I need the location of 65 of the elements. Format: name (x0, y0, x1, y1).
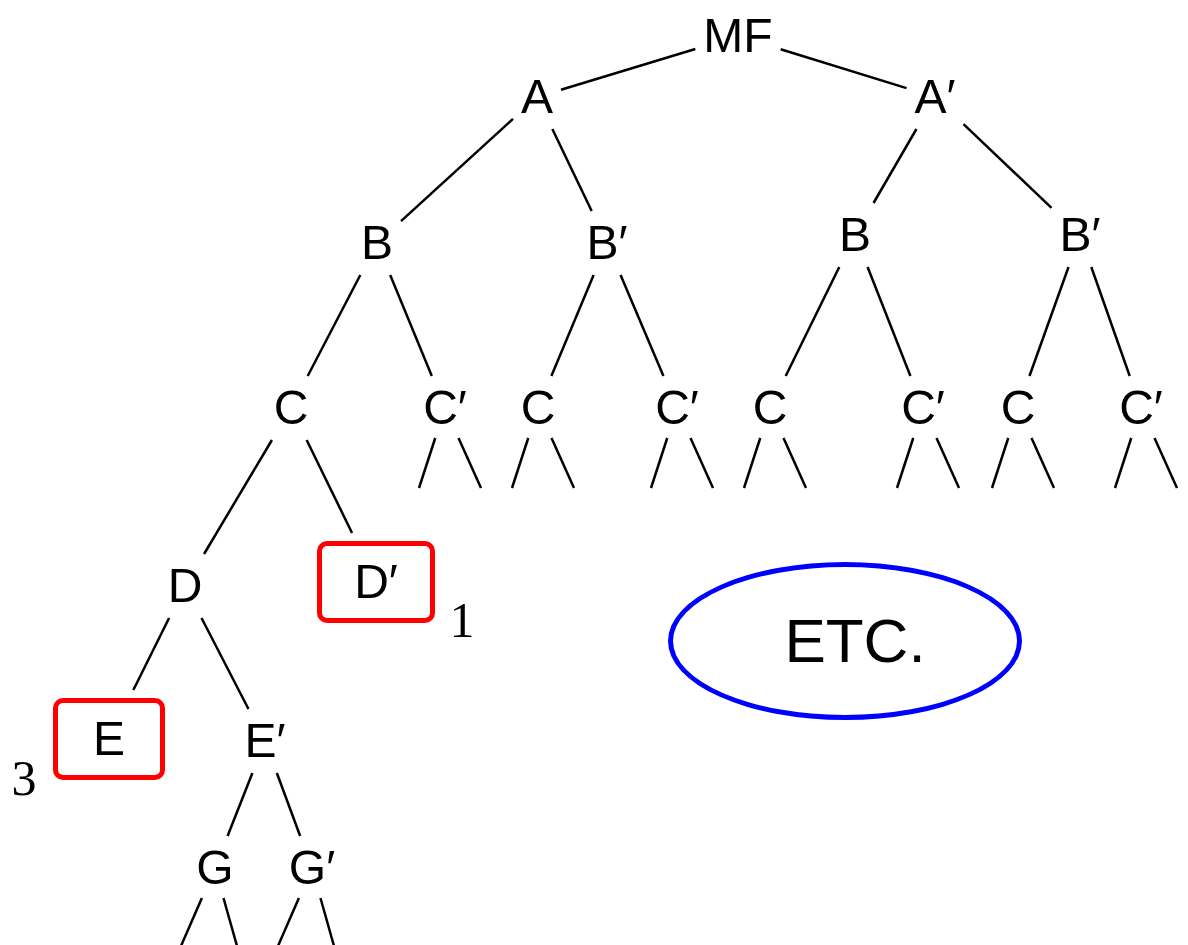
tree-label: C (752, 384, 788, 432)
node-label: D′ (354, 558, 398, 606)
tree-line (895, 437, 915, 489)
callout-number: 3 (11, 753, 37, 803)
tree-line (560, 47, 696, 91)
tree-label: C′ (901, 384, 945, 432)
tree-line (990, 437, 1010, 489)
tree-label: G′ (288, 844, 336, 892)
tree-line (305, 439, 354, 534)
tree-line (1113, 437, 1133, 489)
tree-line (275, 772, 302, 837)
tree-line (179, 897, 204, 945)
node-label: E (93, 715, 125, 763)
node-label: ETC. (784, 610, 926, 672)
ellipse (668, 562, 1022, 720)
tree-line (782, 437, 808, 489)
tree-line (551, 128, 593, 212)
tree-line (1030, 437, 1056, 489)
tree-line (319, 897, 336, 945)
tree-line (457, 437, 483, 489)
tree-label: C′ (423, 384, 467, 432)
tree-line (550, 274, 595, 377)
tree-line (1028, 266, 1070, 377)
tree-line (200, 617, 250, 710)
tree-line (780, 48, 907, 90)
tree-label: G (196, 844, 234, 892)
tree-label: MF (703, 12, 773, 60)
tree-label: E′ (244, 717, 286, 765)
tree-line (1153, 437, 1179, 489)
tree-label: C (1000, 384, 1036, 432)
tree-line (1090, 266, 1131, 377)
tree-label: A′ (914, 73, 956, 121)
tree-line (649, 437, 669, 489)
tree-line (132, 617, 171, 691)
tree-line (306, 274, 362, 377)
tree-line (866, 266, 912, 377)
tree-line (872, 128, 918, 204)
tree-line (935, 437, 961, 489)
tree-line (510, 437, 530, 489)
tree-label: B′ (1059, 211, 1101, 259)
tree-line (389, 274, 433, 377)
tree-line (689, 437, 715, 489)
tree-line (550, 437, 576, 489)
tree-line (962, 123, 1053, 209)
callout-number: 1 (449, 595, 475, 645)
tree-line (784, 266, 841, 377)
tree-label: C′ (655, 384, 699, 432)
tree-label: C′ (1119, 384, 1163, 432)
tree-line (417, 437, 437, 489)
tree-line (742, 437, 762, 489)
tree-line (276, 897, 301, 945)
tree-line (400, 118, 514, 222)
tree-label: C (273, 384, 309, 432)
tree-label: B (839, 211, 871, 259)
tree-label: B (361, 219, 393, 267)
tree-line (619, 274, 665, 377)
tree-line (226, 772, 254, 837)
highlight-box (317, 541, 435, 623)
tree-line (203, 439, 273, 555)
tree-label: D (167, 562, 203, 610)
tree-label: A (521, 73, 553, 121)
highlight-box (53, 698, 165, 780)
tree-label: C (520, 384, 556, 432)
tree-label: B′ (586, 219, 628, 267)
tree-line (222, 897, 239, 945)
